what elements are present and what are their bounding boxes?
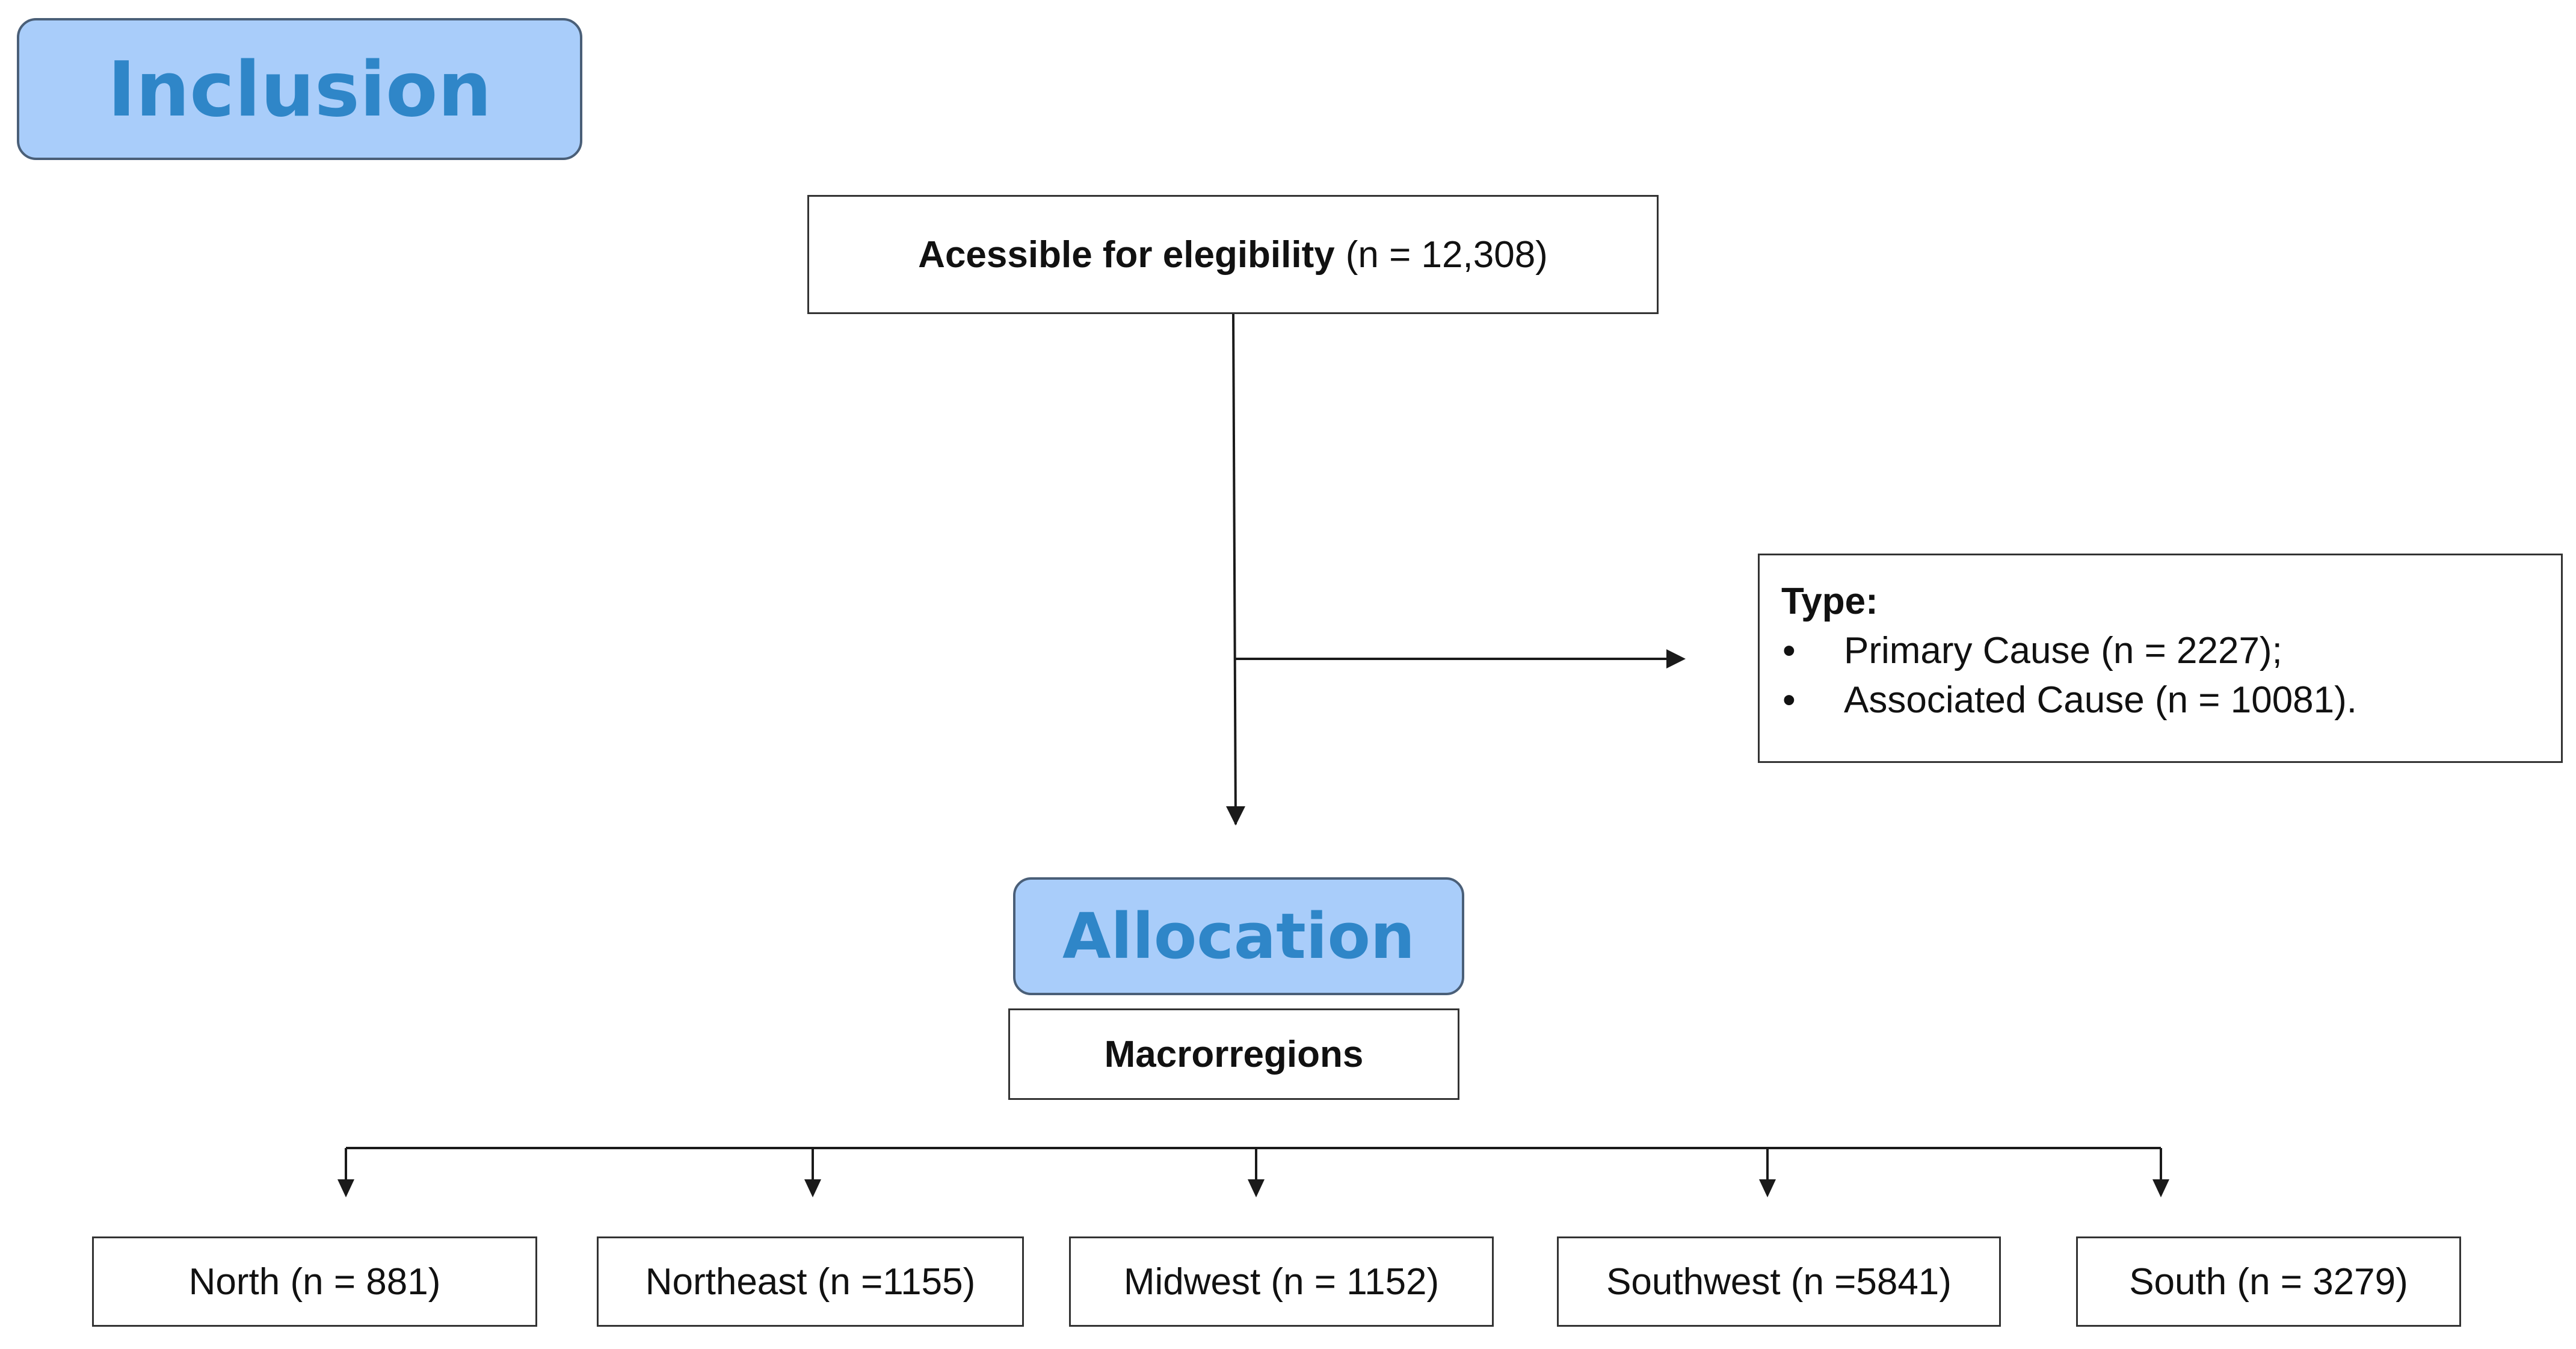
arrowhead-northeast: [804, 1179, 821, 1197]
allocation-header: Allocation: [1013, 877, 1464, 995]
eligibility-count: (n = 12,308): [1345, 233, 1548, 276]
type-title: Type:: [1781, 581, 1878, 622]
type-box: Type: • Primary Cause (n = 2227); • Asso…: [1758, 554, 2563, 763]
arrowhead-midwest: [1248, 1179, 1265, 1197]
region-label: Southwest (n =5841): [1606, 1261, 1952, 1303]
region-box-north: North (n = 881): [92, 1236, 537, 1327]
region-box-midwest: Midwest (n = 1152): [1069, 1236, 1494, 1327]
trunk-arrowhead: [1226, 806, 1245, 826]
bullet-icon: •: [1783, 630, 1796, 671]
type-item-label: Primary Cause (n = 2227);: [1844, 630, 2282, 671]
arrowhead-southwest: [1759, 1179, 1776, 1197]
region-box-northeast: Northeast (n =1155): [597, 1236, 1024, 1327]
type-item: • Primary Cause (n = 2227);: [1781, 626, 2561, 676]
inclusion-header: Inclusion: [17, 18, 582, 160]
type-item-label: Associated Cause (n = 10081).: [1844, 679, 2358, 721]
macroregions-label: Macrorregions: [1104, 1033, 1364, 1075]
type-list: • Primary Cause (n = 2227); • Associated…: [1781, 626, 2561, 725]
type-item: • Associated Cause (n = 10081).: [1781, 676, 2561, 725]
arrowhead-south: [2152, 1179, 2169, 1197]
allocation-label: Allocation: [1062, 900, 1415, 973]
eligibility-label: Acessible for elegibility: [918, 233, 1335, 276]
macroregions-box: Macrorregions: [1008, 1008, 1459, 1100]
inclusion-label: Inclusion: [107, 45, 492, 134]
region-label: North (n = 881): [188, 1261, 441, 1303]
bullet-icon: •: [1783, 679, 1796, 721]
region-box-southwest: Southwest (n =5841): [1557, 1236, 2001, 1327]
region-label: Midwest (n = 1152): [1123, 1261, 1440, 1303]
trunk-line: [1232, 312, 1237, 825]
branch-arrowhead: [1666, 649, 1686, 668]
region-box-south: South (n = 3279): [2076, 1236, 2461, 1327]
region-label: South (n = 3279): [2129, 1261, 2408, 1303]
arrowhead-north: [337, 1179, 354, 1197]
region-label: Northeast (n =1155): [645, 1261, 976, 1303]
eligibility-box: Acessible for elegibility (n = 12,308): [807, 195, 1659, 314]
